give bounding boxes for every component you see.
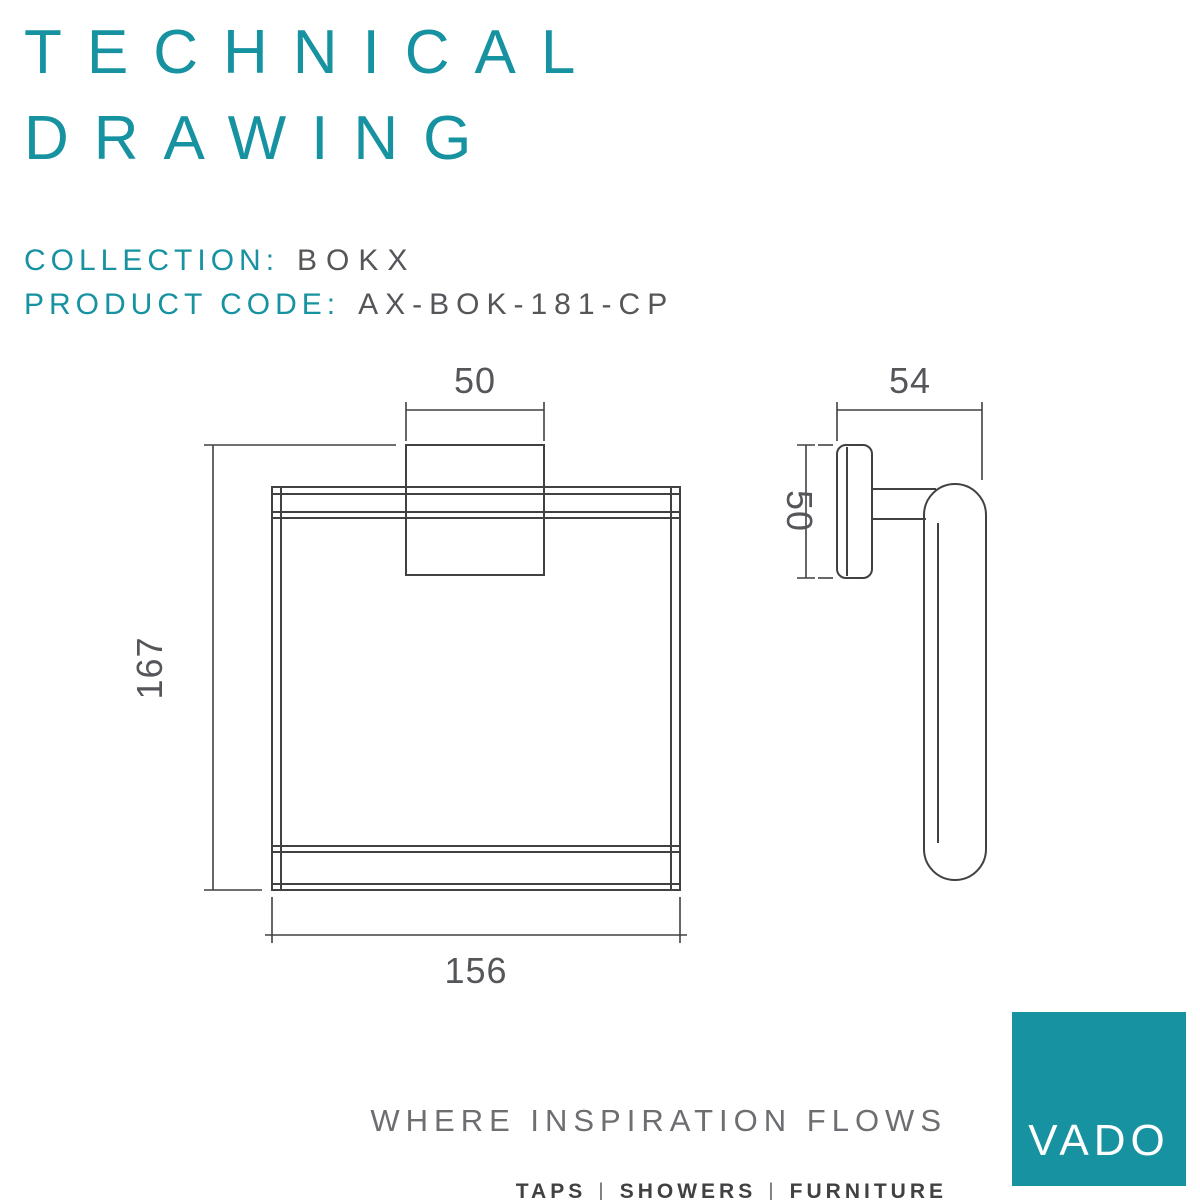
- vado-logo: VADO: [1012, 1012, 1186, 1186]
- side-ring-profile: [923, 483, 987, 881]
- footer-categories: TAPS | SHOWERS | FURNITURE: [516, 1180, 947, 1200]
- vado-logo-text: VADO: [1028, 1116, 1170, 1165]
- side-wall-plate: [836, 444, 873, 579]
- product-meta: COLLECTION: BOKX PRODUCT CODE: AX-BOK-181-…: [24, 244, 674, 332]
- category-separator: |: [598, 1180, 608, 1200]
- category-taps: TAPS: [515, 1180, 587, 1200]
- collection-value: BOKX: [297, 244, 417, 277]
- page-title-line2: DRAWING: [24, 104, 497, 173]
- category-furniture: FURNITURE: [789, 1180, 947, 1200]
- front-height-label: 167: [129, 636, 170, 699]
- side-plate-height-label: 50: [779, 490, 820, 532]
- collection-label: COLLECTION:: [24, 244, 280, 277]
- product-code-value: AX-BOK-181-CP: [358, 288, 675, 321]
- side-view: [836, 444, 987, 881]
- front-wall-plate: [405, 444, 545, 576]
- collection-row: COLLECTION: BOKX: [24, 244, 674, 288]
- front-plate-width-label: 50: [454, 360, 496, 401]
- page-title-line1: TECHNICAL: [24, 18, 601, 87]
- side-depth-label: 54: [889, 360, 931, 401]
- side-dim-depth: [836, 402, 983, 480]
- footer-tagline: WHERE INSPIRATION FLOWS: [370, 1103, 947, 1138]
- product-code-label: PRODUCT CODE:: [24, 288, 341, 321]
- page-title: TECHNICAL DRAWING: [24, 10, 600, 182]
- technical-drawing-svg: 50 167 156: [129, 360, 987, 991]
- front-dim-plate-width: [405, 402, 545, 441]
- front-dim-width: [265, 897, 687, 943]
- category-separator: |: [768, 1180, 778, 1200]
- front-view: [271, 444, 681, 891]
- front-width-label: 156: [444, 950, 507, 991]
- side-dim-plate-height: [797, 444, 833, 579]
- product-code-row: PRODUCT CODE: AX-BOK-181-CP: [24, 288, 674, 332]
- category-showers: SHOWERS: [619, 1180, 757, 1200]
- front-dim-height: [204, 444, 396, 891]
- front-ring-outer: [271, 486, 681, 891]
